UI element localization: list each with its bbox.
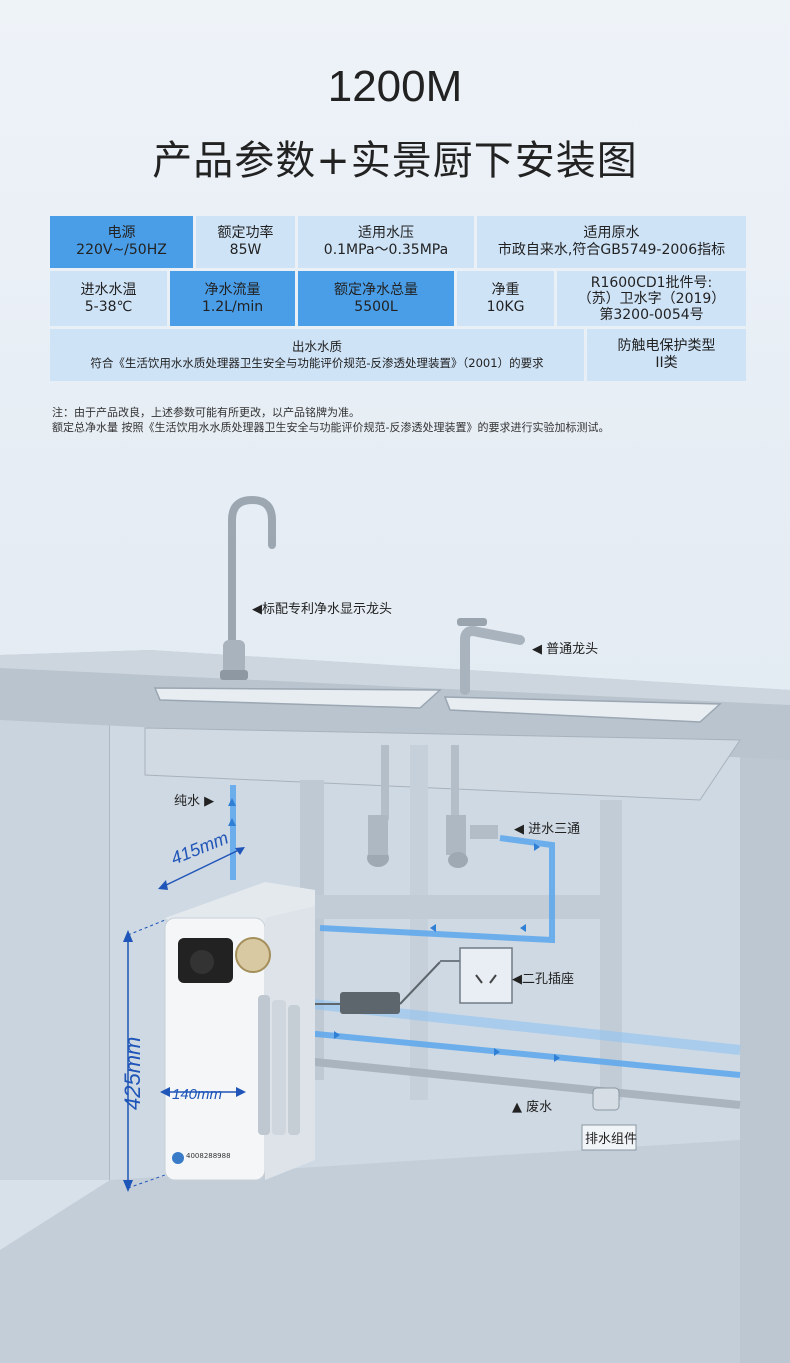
footnote-line1: 注：由于产品改良，上述参数可能有所更改，以产品铭牌为准。 xyxy=(52,406,360,419)
spec-power-source: 电源 220V~/50HZ xyxy=(50,216,193,268)
callout-drain-kit: 排水组件 xyxy=(585,1132,638,1147)
page-title: 产品参数+实景厨下安装图 xyxy=(152,138,638,184)
dimension-width: 140mm xyxy=(172,1086,223,1103)
callout-normal-faucet: ◀ 普通龙头 xyxy=(532,642,599,657)
spec-value: 0.1MPa～0.35MPa xyxy=(323,242,449,258)
footnote: 注：由于产品改良，上述参数可能有所更改，以产品铭牌为准。 额定总净水量 按照《生… xyxy=(52,405,609,435)
spec-value: 5500L xyxy=(354,298,398,315)
page-title-model: 1200M xyxy=(327,62,463,111)
spec-approval-line3: 第3200-0054号 xyxy=(599,306,704,323)
spec-outlet-quality: 出水水质 符合《生活饮用水水质处理器卫生安全与功能评价规范-反渗透处理装置》（2… xyxy=(50,329,584,381)
spec-value: 1.2L/min xyxy=(201,298,264,315)
callout-standard-faucet: ◀标配专利净水显示龙头 xyxy=(252,602,392,617)
spec-value: 220V~/50HZ xyxy=(76,242,167,258)
spec-value: 市政自来水,符合GB5749-2006指标 xyxy=(497,242,726,258)
spec-label: 额定功率 xyxy=(217,225,274,241)
spec-rated-total: 额定净水总量 5500L xyxy=(298,271,454,326)
spec-label: 净重 xyxy=(491,281,520,298)
footnote-line2: 额定总净水量 按照《生活饮用水水质处理器卫生安全与功能评价规范-反渗透处理装置》… xyxy=(52,421,610,434)
callout-pure-water: 纯水 ▶ xyxy=(174,794,215,809)
spec-value: 符合《生活饮用水水质处理器卫生安全与功能评价规范-反渗透处理装置》（2001）的… xyxy=(90,356,544,370)
spec-value: 85W xyxy=(229,242,262,258)
spec-approval-line2: （苏）卫水字（2019） xyxy=(577,290,726,307)
spec-label: 净水流量 xyxy=(204,281,261,298)
spec-label: 进水水温 xyxy=(80,281,137,298)
spec-rated-power: 额定功率 85W xyxy=(196,216,295,268)
spec-value: 5-38℃ xyxy=(84,298,133,315)
spec-pure-flow: 净水流量 1.2L/min xyxy=(170,271,295,326)
spec-label: 电源 xyxy=(107,225,136,241)
spec-shock-protection: 防触电保护类型 II类 xyxy=(587,329,746,381)
device-phone: 4008288988 xyxy=(186,1152,231,1160)
spec-inlet-temp: 进水水温 5-38℃ xyxy=(50,271,167,326)
spec-value: II类 xyxy=(655,355,678,371)
callout-socket: ◀二孔插座 xyxy=(512,972,574,987)
spec-label: 额定净水总量 xyxy=(334,281,418,298)
callout-tee-valve: ◀ 进水三通 xyxy=(514,822,581,837)
spec-approval-line1: R1600CD1批件号: xyxy=(590,274,713,291)
spec-source-water: 适用原水 市政自来水,符合GB5749-2006指标 xyxy=(477,216,746,268)
spec-net-weight: 净重 10KG xyxy=(457,271,554,326)
callout-waste-water: ▲ 废水 xyxy=(512,1100,553,1115)
dimension-height: 425mm xyxy=(120,1036,145,1110)
spec-approval: R1600CD1批件号: （苏）卫水字（2019） 第3200-0054号 xyxy=(557,271,746,326)
spec-water-pressure: 适用水压 0.1MPa～0.35MPa xyxy=(298,216,474,268)
spec-value: 10KG xyxy=(486,298,525,315)
spec-label: 适用原水 xyxy=(583,225,640,241)
spec-label: 出水水质 xyxy=(291,339,342,354)
spec-label: 防触电保护类型 xyxy=(617,338,716,354)
spec-label: 适用水压 xyxy=(358,225,414,241)
